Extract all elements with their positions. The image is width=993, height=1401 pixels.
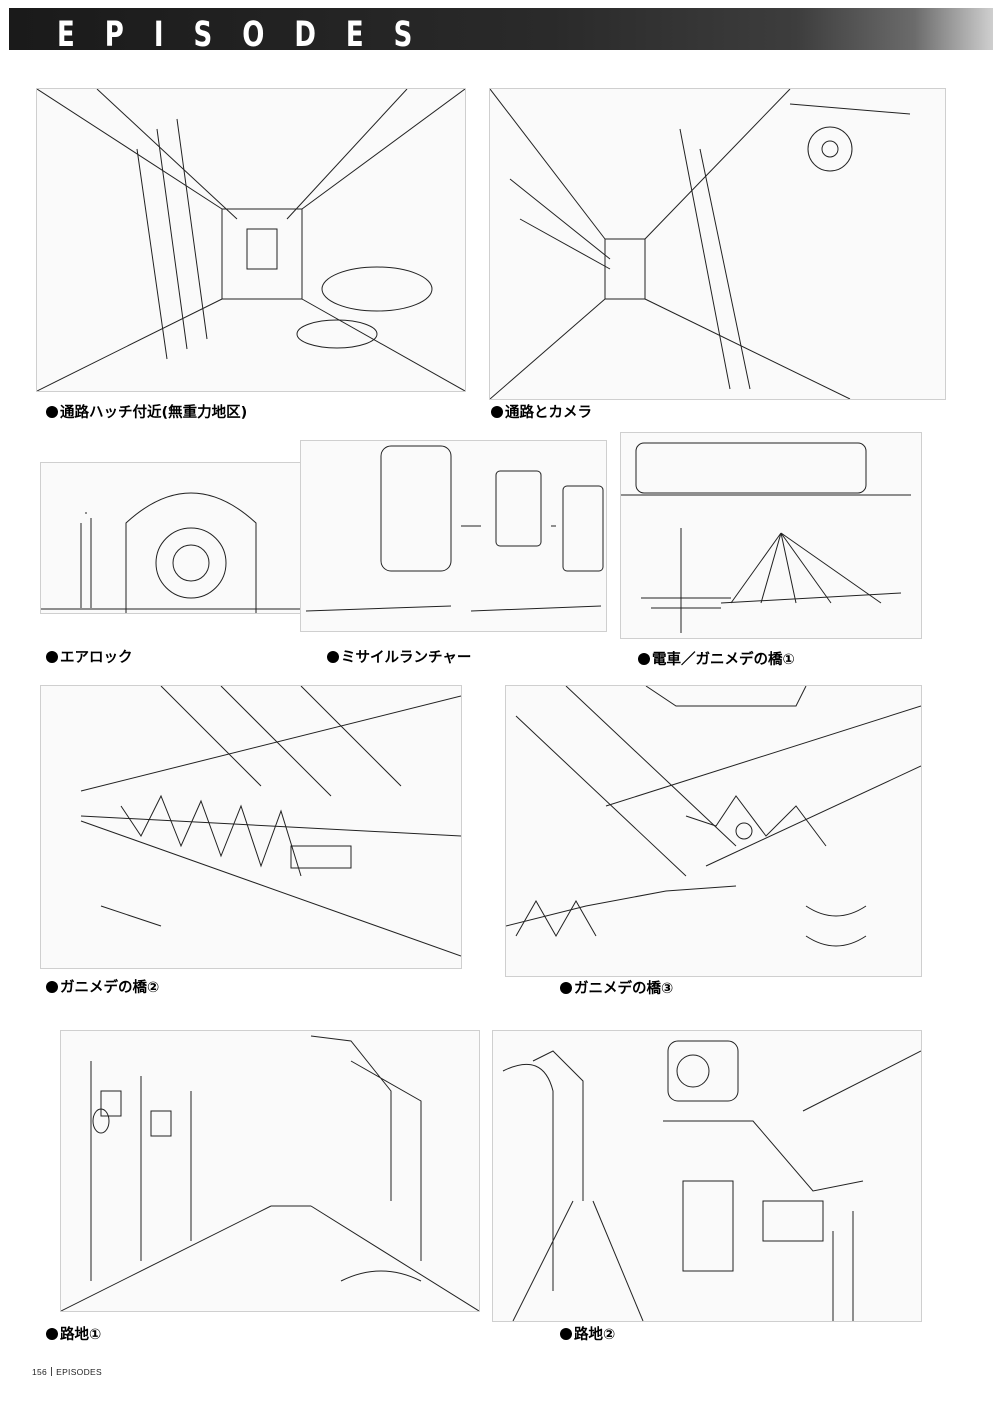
header-bar: EPISODES <box>9 8 993 56</box>
caption-ganymede-bridge-3: ガニメデの橋③ <box>560 977 673 998</box>
caption-airlock: エアロック <box>46 646 133 667</box>
sketch-passage-camera <box>489 88 946 400</box>
sketch-missile-launcher <box>300 440 607 632</box>
footer-divider <box>51 1367 53 1376</box>
bullet-icon <box>638 653 650 665</box>
sketch-alley-1 <box>60 1030 480 1312</box>
caption-passage-hatch: 通路ハッチ付近(無重力地区) <box>46 401 247 422</box>
caption-ganymede-bridge-2: ガニメデの橋② <box>46 976 159 997</box>
caption-alley-1: 路地① <box>46 1323 101 1344</box>
bullet-icon <box>46 981 58 993</box>
caption-passage-camera: 通路とカメラ <box>491 401 592 422</box>
caption-train-bridge: 電車／ガニメデの橋① <box>638 648 795 669</box>
sketch-train-bridge <box>620 432 922 639</box>
footer-section: EPISODES <box>56 1367 102 1377</box>
bullet-icon <box>560 982 572 994</box>
bullet-icon <box>560 1328 572 1340</box>
sketch-alley-2 <box>492 1030 922 1322</box>
sketch-airlock <box>40 462 312 614</box>
sketch-ganymede-bridge-2 <box>40 685 462 969</box>
bullet-icon <box>46 406 58 418</box>
page-footer: 156 EPISODES <box>32 1367 102 1377</box>
sketch-ganymede-bridge-3 <box>505 685 922 977</box>
caption-alley-2: 路地② <box>560 1323 615 1344</box>
bullet-icon <box>46 651 58 663</box>
page-title: EPISODES <box>57 15 443 56</box>
caption-missile-launcher: ミサイルランチャー <box>327 646 471 667</box>
bullet-icon <box>491 406 503 418</box>
sketch-passage-hatch <box>36 88 466 392</box>
bullet-icon <box>327 651 339 663</box>
bullet-icon <box>46 1328 58 1340</box>
page-number: 156 <box>32 1367 48 1377</box>
